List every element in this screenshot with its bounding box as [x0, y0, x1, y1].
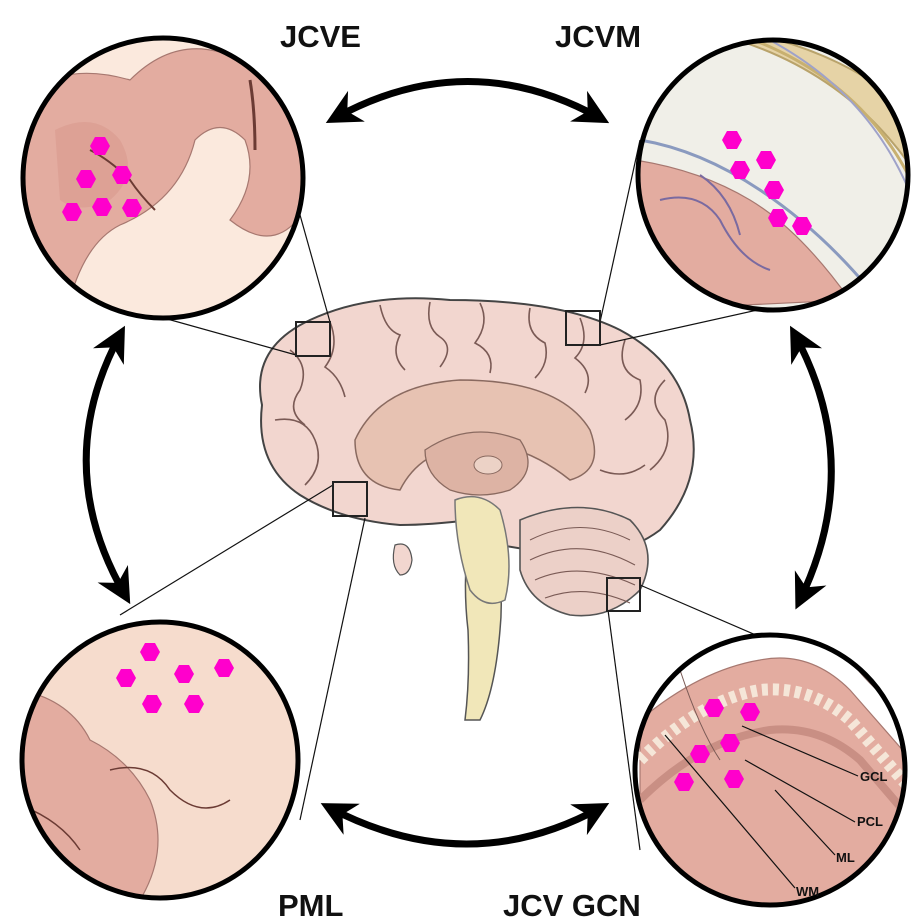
- brain-sagittal: [260, 298, 694, 720]
- label-wm: WM: [796, 884, 819, 899]
- arrow-bottom: [330, 808, 600, 844]
- label-pcl: PCL: [857, 814, 883, 829]
- label-ml: ML: [836, 850, 855, 865]
- arrow-left: [86, 335, 125, 595]
- circle-pml: [20, 620, 305, 905]
- circle-jcve: [20, 35, 310, 325]
- label-jcv-gcn: JCV GCN: [503, 888, 641, 921]
- arrow-right: [795, 335, 831, 600]
- label-pml: PML: [278, 888, 343, 921]
- brainstem: [455, 497, 509, 604]
- label-gcl: GCL: [860, 769, 888, 784]
- arrow-top: [335, 82, 600, 119]
- circle-jcvm: [630, 35, 914, 315]
- pituitary: [393, 544, 412, 575]
- interthalamic-adhesion: [474, 456, 502, 474]
- label-jcvm: JCVM: [555, 19, 641, 54]
- label-jcve: JCVE: [280, 19, 361, 54]
